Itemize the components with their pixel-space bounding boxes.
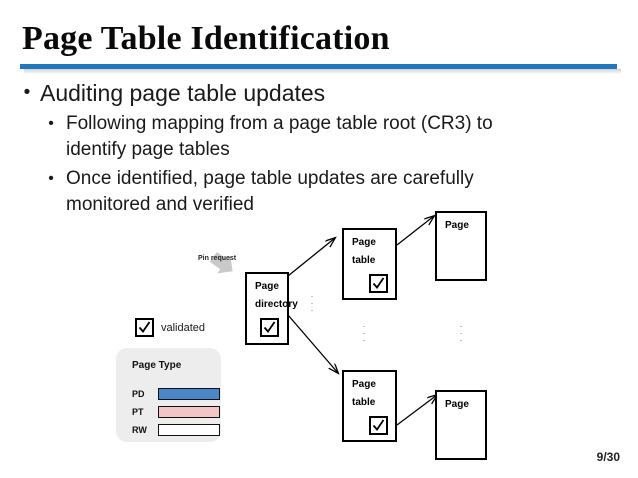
node-label-line1: Page <box>352 379 376 390</box>
legend-swatch-pd <box>158 388 220 400</box>
node-label-line1: Page <box>445 220 469 231</box>
node-label-line1: Page <box>255 281 279 292</box>
legend-row-rw: RW <box>132 424 220 436</box>
bullet-level2-item-1: • Following mapping from a page table ro… <box>14 111 614 163</box>
node-label-line2: table <box>352 397 376 408</box>
bullet-level1-text: Auditing page table updates <box>40 80 326 106</box>
node-page-table-top[interactable]: Page table <box>342 228 397 300</box>
bullet-marker-icon: • <box>48 115 54 132</box>
legend-swatch-rw <box>158 424 220 436</box>
arrow-pd-to-pt-bottom <box>287 314 338 373</box>
validated-checkbox-icon[interactable] <box>260 318 279 337</box>
legend-key-label: PD <box>132 389 145 399</box>
node-label-line1: Page <box>352 237 376 248</box>
slide-page-number: 9/30 <box>596 450 620 464</box>
bullet-marker-icon: • <box>48 170 54 187</box>
bullet-marker-icon: • <box>23 82 31 103</box>
validated-legend-key: validated <box>135 318 205 337</box>
page-type-legend-panel: Page Type PD PT RW <box>116 348 221 442</box>
validated-legend-label: validated <box>161 321 206 334</box>
bullet-list: • Auditing page table updates • Followin… <box>14 78 614 218</box>
title-rule-shadow <box>24 69 621 74</box>
node-label-line2: directory <box>255 299 298 310</box>
validated-checkbox-icon[interactable] <box>369 416 388 435</box>
legend-swatch-pt <box>158 406 220 418</box>
node-page-bottom[interactable]: Page <box>435 390 487 460</box>
legend-row-pt: PT <box>132 406 220 418</box>
node-page-top[interactable]: Page <box>435 211 487 281</box>
validated-checkbox-icon <box>135 318 154 337</box>
node-page-table-bottom[interactable]: Page table <box>342 370 397 442</box>
page-title: Page Table Identification <box>22 20 390 57</box>
legend-title: Page Type <box>132 360 182 371</box>
legend-key-label: PT <box>132 407 144 417</box>
node-page-directory[interactable]: Page directory <box>245 272 298 345</box>
ellipsis-vertical-2: ··· <box>362 321 366 345</box>
arrow-pt-bottom-to-page-bottom <box>396 395 437 426</box>
legend-row-pd: PD <box>132 388 220 400</box>
pin-request-label: Pin request <box>198 255 237 262</box>
validated-checkbox-icon[interactable] <box>369 274 388 293</box>
node-label-line2: table <box>352 255 376 266</box>
bullet-level2-item-2: • Once identified, page table updates ar… <box>14 166 614 218</box>
bullet-level2-text: Once identified, page table updates are … <box>66 168 474 215</box>
node-label-line1: Page <box>445 399 469 410</box>
ellipsis-vertical-3: ··· <box>459 321 463 345</box>
arrow-pd-to-pt-top <box>287 238 335 277</box>
bullet-level1: • Auditing page table updates <box>14 78 614 108</box>
arrow-pt-top-to-page-top <box>396 216 434 246</box>
bullet-level2-text: Following mapping from a page table root… <box>66 113 493 160</box>
title-underline-rule <box>20 64 617 69</box>
ellipsis-vertical-1: ··· <box>310 291 314 315</box>
legend-key-label: RW <box>132 425 147 435</box>
pin-request-arrow-icon <box>209 251 233 274</box>
